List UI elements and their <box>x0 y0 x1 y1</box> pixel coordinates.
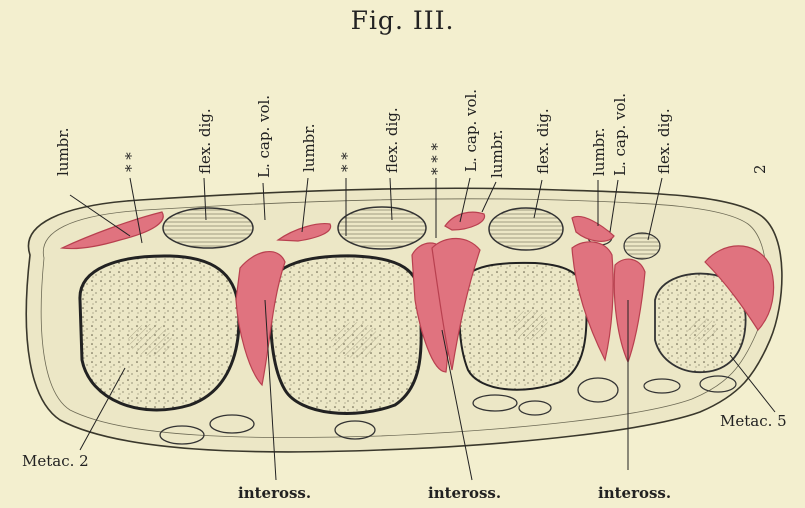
label-flex-dig-4: flex. dig. <box>655 108 673 174</box>
label-l-cap-vol-3: L. cap. vol. <box>611 93 629 176</box>
label-triple-star: * * * <box>428 143 446 175</box>
flexor-tendon-2 <box>338 207 426 249</box>
label-metac-5: Metac. 5 <box>720 412 787 430</box>
label-lumbr-4: lumbr. <box>590 127 608 176</box>
label-metac-2: Metac. 2 <box>22 452 89 470</box>
flexor-tendon-1 <box>163 208 253 248</box>
label-flex-dig-3: flex. dig. <box>534 108 552 174</box>
flexor-tendon-4 <box>624 233 660 259</box>
label-inteross-2: inteross. <box>428 484 501 502</box>
label-double-star-1: * * <box>122 152 140 172</box>
label-lumbr-3: lumbr. <box>488 129 506 178</box>
label-flex-dig-2: flex. dig. <box>383 107 401 173</box>
bone-marrow-2 <box>128 324 172 356</box>
label-number-2: 2 <box>751 164 769 174</box>
flexor-tendon-3 <box>489 208 563 250</box>
label-inteross-1: inteross. <box>238 484 311 502</box>
label-l-cap-vol-1: L. cap. vol. <box>255 95 273 178</box>
label-lumbr-1: lumbr. <box>54 127 72 176</box>
bone-marrow-4 <box>512 310 548 340</box>
label-flex-dig-1: flex. dig. <box>196 108 214 174</box>
bone-marrow-5 <box>688 318 718 342</box>
label-double-star-2: * * <box>338 152 356 172</box>
bone-marrow-3 <box>331 322 379 358</box>
label-inteross-3: inteross. <box>598 484 671 502</box>
label-l-cap-vol-2: L. cap. vol. <box>462 89 480 172</box>
label-lumbr-2: lumbr. <box>300 123 318 172</box>
